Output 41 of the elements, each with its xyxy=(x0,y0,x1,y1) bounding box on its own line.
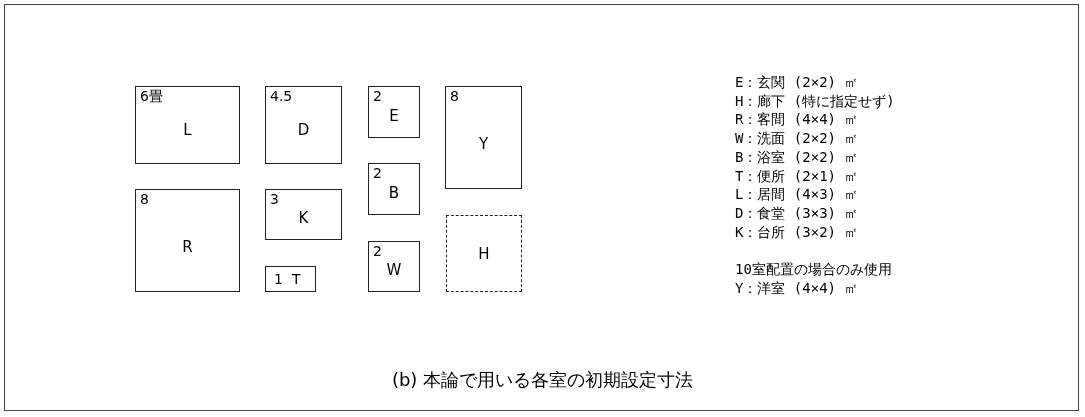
note-text: 10室配置の場合のみ使用 xyxy=(735,261,892,279)
legend-entry: L：居間 (4×3) ㎡ xyxy=(735,186,859,204)
room-box xyxy=(135,189,240,292)
room-letter: B xyxy=(387,184,401,202)
room-box xyxy=(368,241,420,292)
room-letter: H xyxy=(477,245,491,263)
size-number: 2 xyxy=(373,88,382,104)
room-box xyxy=(265,189,342,240)
room-box xyxy=(445,86,522,189)
size-number: 8 xyxy=(140,191,149,207)
legend-entry: K：台所 (3×2) ㎡ xyxy=(735,223,859,241)
room-letter: L xyxy=(182,121,193,139)
legend-entry: W：洗面 (2×2) ㎡ xyxy=(735,130,859,148)
room-letter: Y xyxy=(477,135,490,153)
room-box xyxy=(368,86,420,138)
size-number: 3 xyxy=(270,191,279,207)
size-number: 2 xyxy=(373,243,382,259)
room-letter: T xyxy=(292,271,301,287)
legend-entry: B：浴室 (2×2) ㎡ xyxy=(735,148,859,166)
room-box xyxy=(265,266,316,292)
size-number: 1 xyxy=(274,271,283,287)
size-number: 8 xyxy=(450,88,459,104)
room-letter: D xyxy=(296,121,311,139)
room-box xyxy=(446,215,522,292)
room-box xyxy=(265,86,342,164)
room-box xyxy=(368,163,420,215)
size-number: 2 xyxy=(373,165,382,181)
room-box xyxy=(135,86,240,164)
size-number: 6畳 xyxy=(140,88,163,104)
legend-entry: T：便所 (2×1) ㎡ xyxy=(735,167,859,185)
legend-entry: D：食堂 (3×3) ㎡ xyxy=(735,204,859,222)
legend-entry: Y：洋室 (4×4) ㎡ xyxy=(735,280,859,297)
room-letter: E xyxy=(388,107,400,125)
legend-entry: R：客間 (4×4) ㎡ xyxy=(735,111,859,129)
legend-entry: E：玄関 (2×2) ㎡ xyxy=(735,74,859,91)
legend-entry: H：廊下 (特に指定せず) xyxy=(735,92,895,110)
room-letter: K xyxy=(297,210,310,228)
room-letter: W xyxy=(385,262,403,280)
room-letter: R xyxy=(181,238,194,256)
figure-caption: (b) 本論で用いる各室の初期設定寸法 xyxy=(391,369,694,390)
size-number: 4.5 xyxy=(270,88,293,104)
